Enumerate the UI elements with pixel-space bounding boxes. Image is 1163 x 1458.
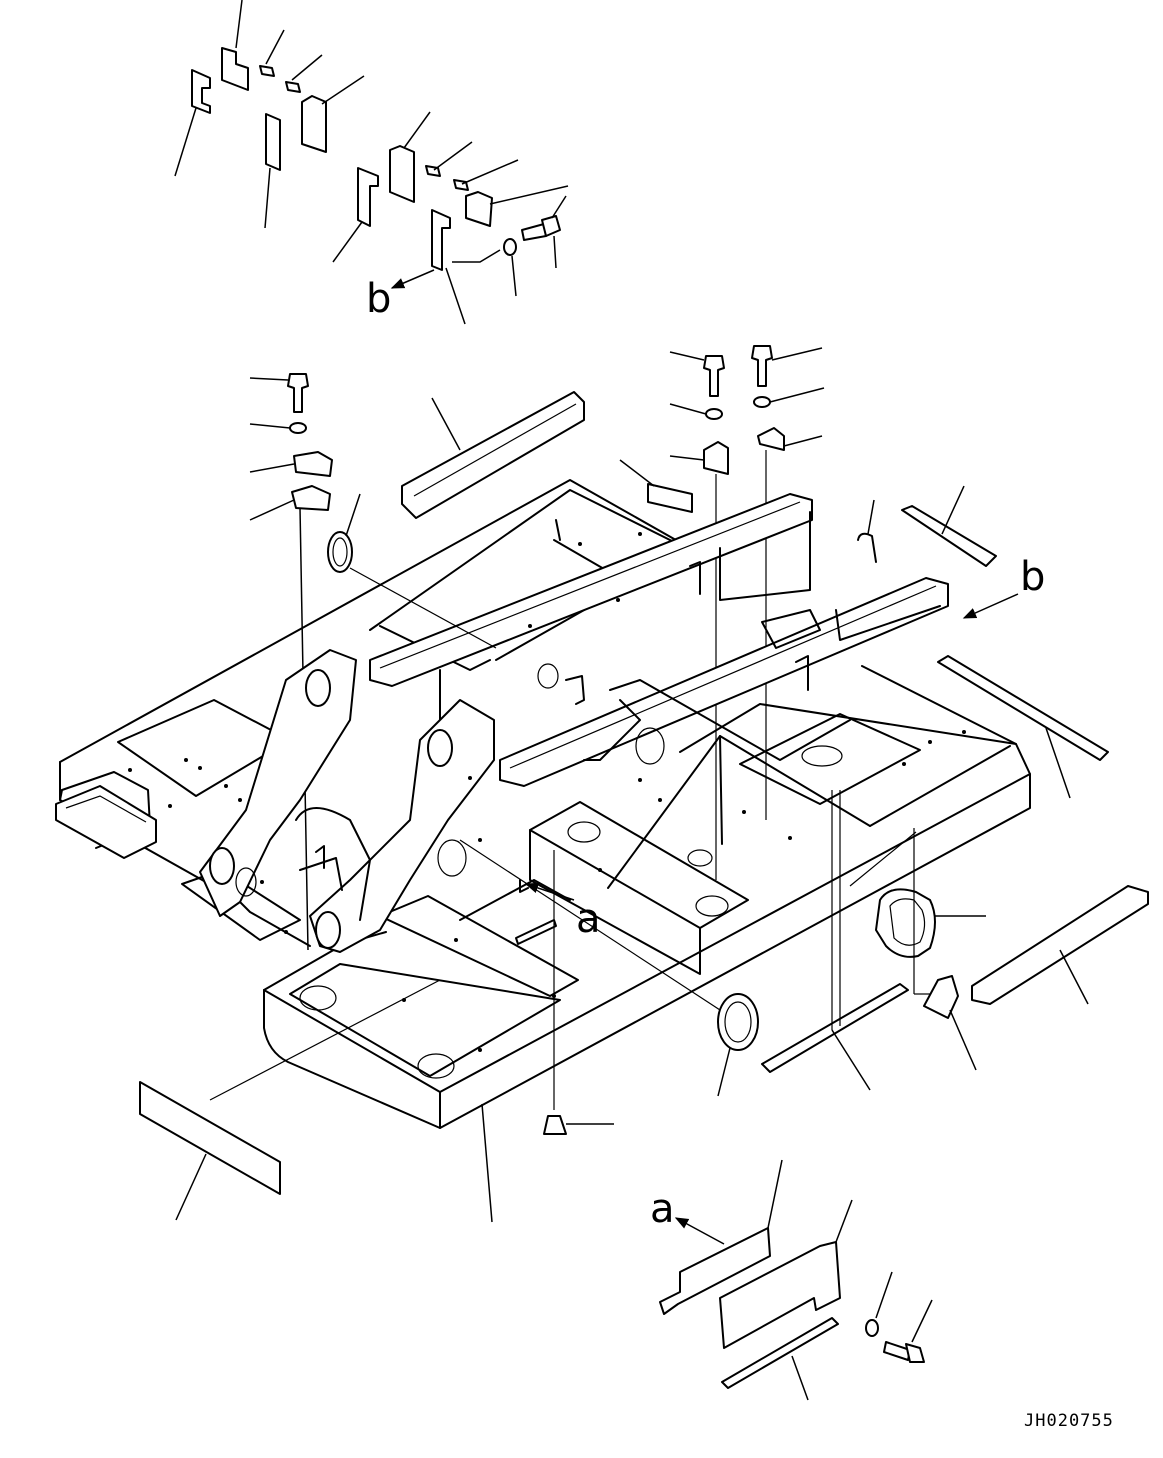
pin-boss (315, 911, 341, 949)
frame-deck (59, 479, 691, 763)
under-cover (719, 1241, 841, 1349)
step (55, 785, 157, 859)
corner-bracket (923, 975, 959, 1019)
bracket-plate (265, 113, 281, 171)
top-cover-group: b (401, 345, 1045, 880)
callout-b: b (1020, 554, 1045, 600)
support-block (757, 427, 785, 451)
right-side-parts (761, 655, 1149, 1091)
left-cover-group (249, 373, 361, 951)
rubber-block (647, 483, 693, 513)
center-box (529, 801, 749, 929)
strip (761, 983, 909, 1073)
bracket-plate (357, 167, 379, 227)
swing-hole (567, 821, 601, 843)
side-cover (971, 885, 1149, 1005)
rear-deck-hole (299, 985, 337, 1011)
bracket-plate (191, 69, 211, 114)
bolt-head (905, 1343, 925, 1363)
swing-hole (695, 895, 729, 917)
under-cover-group: a (650, 1159, 933, 1401)
rear-deck-hole (417, 1053, 455, 1079)
washer (289, 422, 307, 434)
bracket-plate (221, 47, 249, 91)
long-rail (369, 493, 813, 687)
callout-a: a (650, 1186, 675, 1232)
under-plate (659, 1227, 771, 1315)
bracket-block (465, 191, 493, 227)
swing-hole (687, 849, 713, 867)
seal-ring (327, 531, 353, 573)
revolving-frame: a (55, 479, 1031, 1129)
front-rubber-block (139, 1081, 281, 1195)
bracket-slot (515, 919, 557, 945)
boom-bracket-left (199, 649, 357, 917)
pin-boss (427, 729, 453, 767)
bracket-small (795, 655, 809, 691)
rivet-dots (128, 532, 966, 1052)
under-strip (721, 1317, 839, 1389)
shim-block (453, 179, 469, 191)
plug (543, 1115, 567, 1135)
washer (865, 1319, 879, 1337)
rear-deck-opening (289, 963, 561, 1077)
shim-block (259, 65, 275, 77)
grommet (875, 888, 936, 958)
bolt (703, 355, 725, 397)
gasket (291, 485, 331, 511)
bracket-small (565, 675, 585, 705)
long-rail (499, 577, 949, 787)
bolt (751, 345, 773, 387)
support-block (703, 441, 729, 475)
long-cover (401, 391, 585, 519)
callout-a: a (576, 896, 601, 942)
upper-bracket-group: b (174, 0, 569, 325)
bracket-small (689, 561, 701, 595)
lower-parts (139, 567, 759, 1223)
shim-block (285, 81, 301, 93)
washer (503, 238, 517, 256)
bracket-block (301, 95, 327, 153)
bolt-head (541, 215, 561, 237)
bracket-plate (389, 145, 415, 203)
seal-ring (717, 993, 759, 1051)
callout-b: b (366, 276, 391, 322)
clip (857, 532, 877, 563)
filler-bar (901, 505, 997, 567)
frame-hole (437, 839, 467, 877)
drawing-id: JH020755 (1024, 1411, 1114, 1431)
floor-plate (379, 895, 579, 997)
pin-boss (209, 847, 235, 885)
bracket-plate (431, 209, 451, 271)
bolt (287, 373, 309, 413)
washer (705, 408, 723, 420)
bolt (883, 1341, 911, 1361)
washer (753, 396, 771, 408)
pin-boss (305, 669, 331, 707)
cover-plate (293, 451, 333, 477)
bolt (521, 223, 547, 241)
side-bar (937, 655, 1109, 761)
